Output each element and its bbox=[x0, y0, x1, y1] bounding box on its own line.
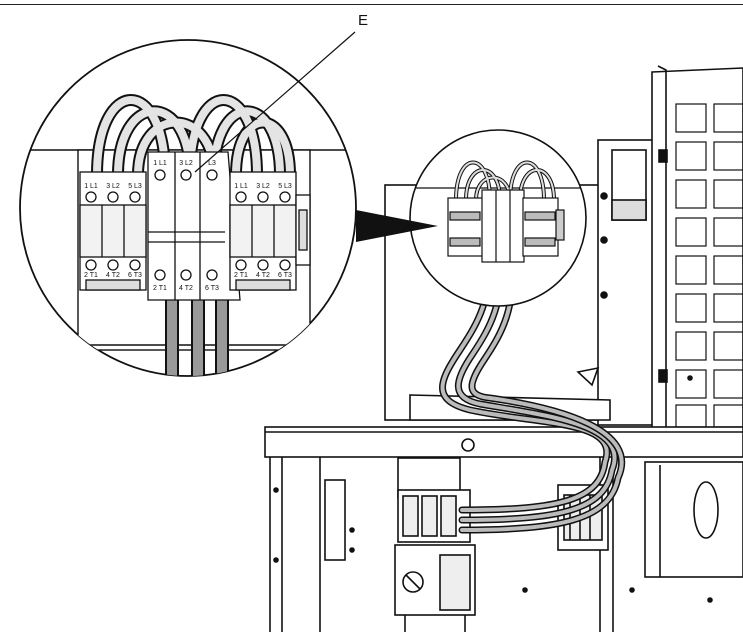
term-label-right-top-1: 1 L1 bbox=[234, 183, 248, 190]
switch-knob bbox=[402, 571, 424, 593]
top-rule bbox=[0, 4, 743, 5]
term-label-mid-top-2: 3 L2 bbox=[179, 160, 193, 167]
breaker-middle bbox=[147, 151, 241, 301]
term-label-left-bottom-2: 4 T2 bbox=[106, 272, 120, 279]
term-label-left-top-2: 3 L2 bbox=[106, 183, 120, 190]
zoom-circle: 1 L1 3 L2 5 L3 2 T1 4 T2 6 T3 1 L1 3 L2 … bbox=[19, 39, 357, 377]
term-label-left-bottom-3: 6 T3 bbox=[128, 272, 142, 279]
term-label-left-bottom-1: 2 T1 bbox=[84, 272, 98, 279]
term-label-left-top-1: 1 L1 bbox=[84, 183, 98, 190]
term-label-mid-bottom-1: 2 T1 bbox=[153, 285, 167, 292]
term-label-mid-top-1: 1 L1 bbox=[153, 160, 167, 167]
detail-source-circle bbox=[409, 129, 587, 307]
zoom-pointer bbox=[356, 210, 438, 242]
term-label-right-bottom-1: 2 T1 bbox=[234, 272, 248, 279]
callout-leader-line bbox=[194, 31, 356, 173]
term-label-mid-bottom-3: 6 T3 bbox=[205, 285, 219, 292]
term-label-mid-bottom-2: 4 T2 bbox=[179, 285, 193, 292]
vent-grille bbox=[675, 103, 743, 428]
term-label-left-top-3: 5 L3 bbox=[128, 183, 142, 190]
term-label-mid-top-3: L3 bbox=[208, 160, 216, 167]
terminal-screws bbox=[85, 169, 291, 281]
cable-bundle bbox=[439, 251, 626, 534]
term-label-right-bottom-3: 6 T3 bbox=[278, 272, 292, 279]
term-label-right-top-2: 3 L2 bbox=[256, 183, 270, 190]
term-label-right-bottom-2: 4 T2 bbox=[256, 272, 270, 279]
callout-label-e: E bbox=[358, 12, 369, 29]
term-label-right-top-3: 5 L3 bbox=[278, 183, 292, 190]
